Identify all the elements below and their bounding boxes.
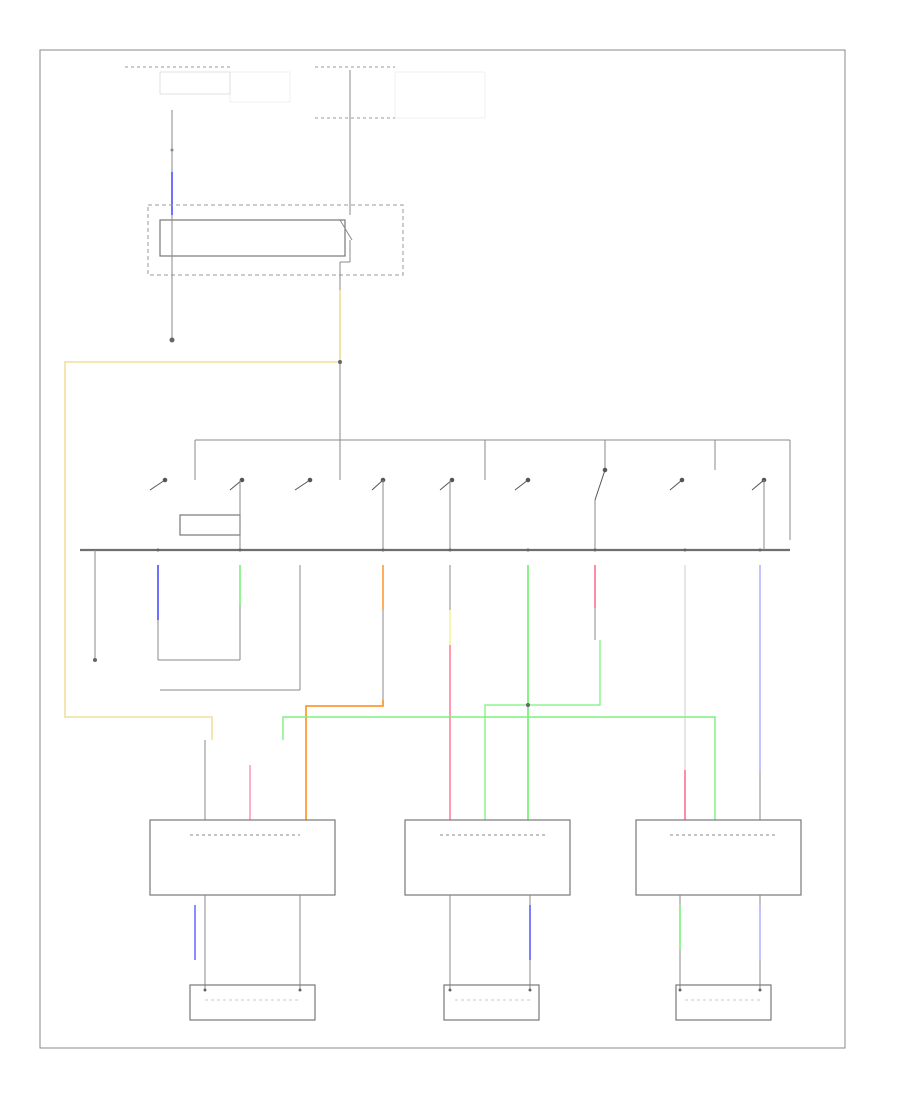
connector-markers — [156, 548, 762, 992]
ground-icon — [169, 337, 175, 343]
harness-wires — [157, 565, 761, 820]
door-switch-right-front — [149, 819, 336, 990]
ground-icon — [93, 658, 97, 662]
window-motor-left-rear — [443, 984, 540, 1021]
power-supply-section — [125, 66, 486, 343]
door-switch-left-rear — [404, 819, 571, 990]
window-motor-right-front — [189, 984, 316, 1021]
switch-contacts — [149, 467, 767, 501]
auto-down-module — [179, 514, 241, 536]
door-switch-right-rear — [635, 819, 802, 990]
yellow-power-feed — [64, 290, 342, 740]
relay-coil-box — [159, 219, 346, 257]
diagram-frame — [39, 49, 846, 1049]
master-switch-section — [80, 439, 791, 662]
window-motor-right-rear — [675, 984, 772, 1021]
power-window-relay-box — [147, 204, 404, 276]
